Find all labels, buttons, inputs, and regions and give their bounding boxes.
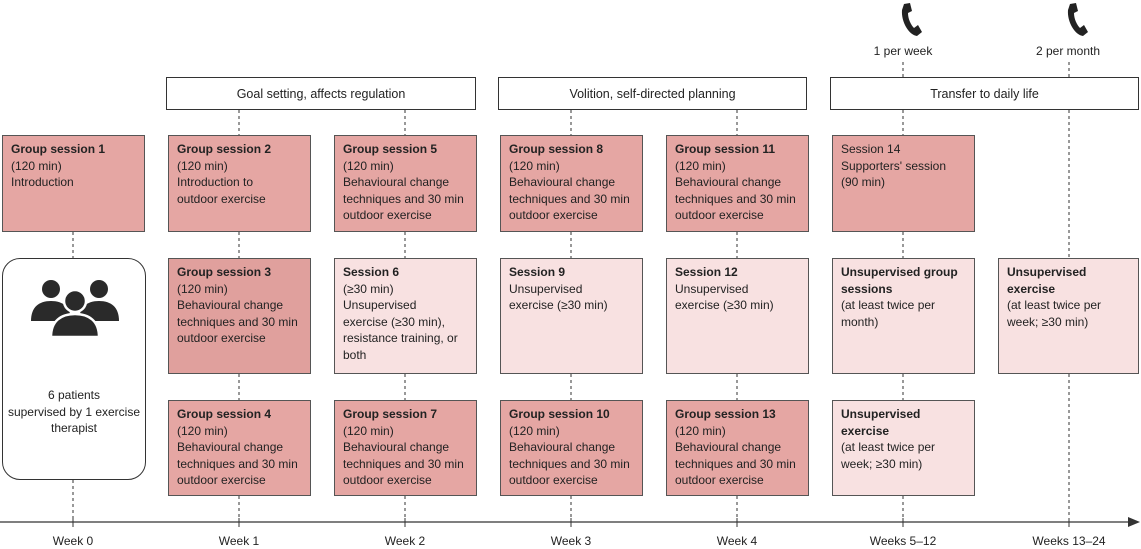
session-detail: Unsupervised exercise (≥30 min) (509, 281, 608, 313)
session-box: Group session 1 (120 min) Introduction (2, 135, 145, 232)
week-label: Weeks 5–12 (869, 534, 937, 548)
session-title: Group session 5 (343, 142, 438, 156)
session-detail: (120 min) Introduction (11, 158, 74, 190)
session-title: Group session 3 (177, 265, 272, 279)
session-title: Group session 4 (177, 407, 272, 421)
week-label: Week 3 (550, 534, 592, 548)
session-detail: (120 min) Introduction to outdoor exerci… (177, 158, 266, 206)
session-title: Group session 11 (675, 142, 776, 156)
session-title: Group session 2 (177, 142, 272, 156)
group-of-people-icon (31, 280, 119, 337)
session-detail: (120 min) Behavioural change techniques … (343, 158, 464, 223)
phase-header: Goal setting, affects regulation (166, 77, 476, 110)
week-label: Week 4 (716, 534, 758, 548)
session-box: Group session 5 (120 min) Behavioural ch… (334, 135, 477, 232)
session-box: Unsupervised exercise (at least twice pe… (998, 258, 1139, 374)
session-detail: (at least twice per month) (841, 298, 936, 329)
session-title: Group session 13 (675, 407, 776, 421)
session-box: Session 9 Unsupervised exercise (≥30 min… (500, 258, 643, 374)
session-title: Group session 8 (509, 142, 604, 156)
week-label: Week 1 (218, 534, 260, 548)
session-box: Group session 13 (120 min) Behavioural c… (666, 400, 809, 496)
session-detail: (120 min) Behavioural change techniques … (509, 158, 630, 223)
session-title: Unsupervised group sessions (841, 265, 958, 296)
patients-group-box: 6 patients supervised by 1 exercise ther… (2, 258, 146, 480)
session-title: Group session 10 (509, 407, 610, 421)
session-title: Group session 1 (11, 142, 106, 156)
session-box: Session 12 Unsupervised exercise (≥30 mi… (666, 258, 809, 374)
session-detail: (120 min) Behavioural change techniques … (343, 423, 464, 488)
session-box: Session 6 (≥30 min) Unsupervised exercis… (334, 258, 477, 374)
session-box: Group session 10 (120 min) Behavioural c… (500, 400, 643, 496)
session-detail: Supporters' session (90 min) (841, 158, 947, 190)
session-box: Group session 3 (120 min) Behavioural ch… (168, 258, 311, 374)
week-label: Weeks 13–24 (1032, 534, 1106, 548)
timeline-arrowhead (1128, 517, 1140, 527)
session-detail: (≥30 min) Unsupervised exercise (≥30 min… (343, 281, 458, 362)
patients-text: 6 patients supervised by 1 exercise ther… (7, 388, 141, 435)
session-detail: (120 min) Behavioural change techniques … (177, 281, 298, 346)
session-detail: (at least twice per week; ≥30 min) (1007, 298, 1102, 329)
call-frequency-label: 1 per week (873, 44, 933, 58)
session-title: Session 14 (841, 142, 901, 156)
session-detail: (at least twice per week; ≥30 min) (841, 440, 936, 471)
session-box: Unsupervised group sessions (at least tw… (832, 258, 975, 374)
call-frequency-label: 2 per month (1035, 44, 1101, 58)
session-detail: (120 min) Behavioural change techniques … (177, 423, 298, 488)
session-box: Group session 7 (120 min) Behavioural ch… (334, 400, 477, 496)
session-title: Unsupervised exercise (841, 407, 921, 438)
phase-header: Transfer to daily life (830, 77, 1139, 110)
session-title: Session 6 (343, 265, 400, 279)
session-box: Group session 2 (120 min) Introduction t… (168, 135, 311, 232)
session-detail: Unsupervised exercise (≥30 min) (675, 281, 774, 313)
session-box: Unsupervised exercise (at least twice pe… (832, 400, 975, 496)
session-title: Group session 7 (343, 407, 438, 421)
week-ticks (72, 518, 1070, 527)
session-box: Session 14 Supporters' session (90 min) (832, 135, 975, 232)
session-detail: (120 min) Behavioural change techniques … (675, 158, 796, 223)
session-detail: (120 min) Behavioural change techniques … (509, 423, 630, 488)
session-title: Unsupervised exercise (1007, 265, 1087, 296)
session-title: Session 12 (675, 265, 738, 279)
session-title: Session 9 (509, 265, 566, 279)
session-box: Group session 8 (120 min) Behavioural ch… (500, 135, 643, 232)
session-detail: (120 min) Behavioural change techniques … (675, 423, 796, 488)
week-label: Week 2 (384, 534, 426, 548)
phase-header: Volition, self-directed planning (498, 77, 807, 110)
session-box: Group session 11 (120 min) Behavioural c… (666, 135, 809, 232)
week-label: Week 0 (52, 534, 94, 548)
session-box: Group session 4 (120 min) Behavioural ch… (168, 400, 311, 496)
dashed-connectors (72, 62, 1070, 520)
